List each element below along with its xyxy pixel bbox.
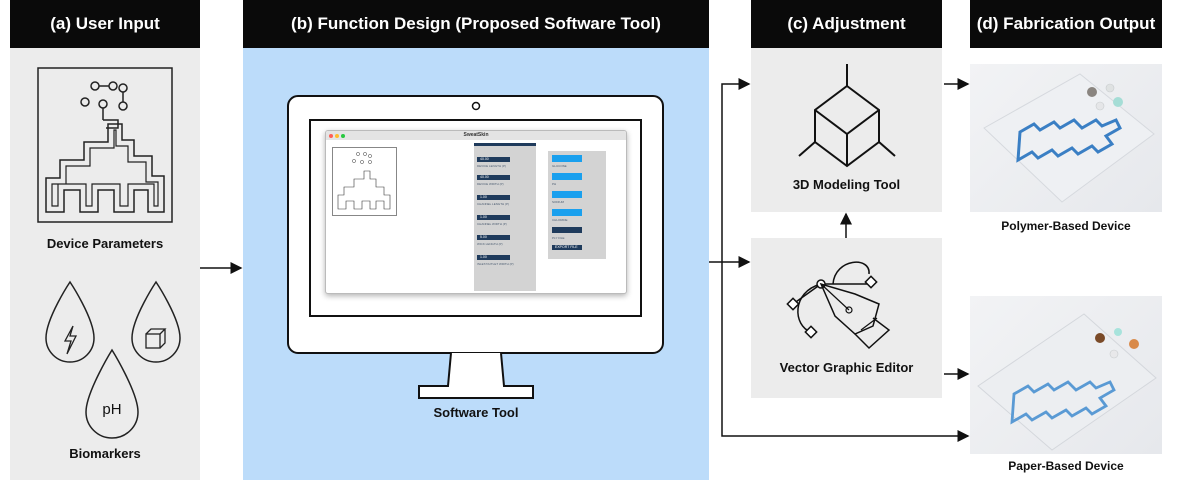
param-caption: INLET/OUTLET WIDTH (P) bbox=[477, 262, 514, 266]
polymer-device-photo bbox=[970, 64, 1162, 212]
param-caption: DEVICE WIDTH (P) bbox=[477, 182, 504, 186]
paper-device-photo bbox=[970, 296, 1162, 454]
param-caption: CHANNEL WIDTH (P) bbox=[477, 222, 507, 226]
vector-editor-label: Vector Graphic Editor bbox=[779, 360, 914, 375]
panel-c-header: (c) Adjustment bbox=[751, 0, 942, 48]
export-file-button[interactable]: EXPORT FILE bbox=[552, 245, 582, 250]
cube-icon bbox=[798, 64, 896, 168]
param-caption: DEVICE LENGTH (P) bbox=[477, 164, 507, 168]
panel-a-header: (a) User Input bbox=[10, 0, 200, 48]
biomarker-toggle[interactable] bbox=[552, 155, 582, 162]
param-button[interactable]: 40.00 bbox=[477, 157, 510, 162]
param-caption: WICK LENGTH (P) bbox=[477, 242, 503, 246]
biomarker-caption: GLUCOSE bbox=[552, 164, 567, 168]
panel-d-header: (d) Fabrication Output bbox=[970, 0, 1162, 48]
param-button[interactable]: 5.00 bbox=[477, 235, 510, 240]
panel-function-design: (b) Function Design (Proposed Software T… bbox=[243, 0, 709, 480]
app-titlebar: SweatSkin bbox=[326, 131, 626, 140]
panel-adjustment: (c) Adjustment 3D Modeling Tool bbox=[751, 0, 942, 212]
biomarkers-label: Biomarkers bbox=[69, 446, 141, 461]
ply-file-button[interactable] bbox=[552, 227, 582, 233]
polymer-device-drawing bbox=[983, 73, 1155, 203]
param-button[interactable]: 40.00 bbox=[477, 175, 510, 180]
biomarker-column: GLUCOSE PH SODIUM CHLORIDE PLY FILE EXPO… bbox=[548, 151, 606, 259]
polymer-device-label: Polymer-Based Device bbox=[1001, 219, 1131, 233]
device-parameters-label: Device Parameters bbox=[46, 236, 164, 251]
biomarker-toggle[interactable] bbox=[552, 173, 582, 180]
biomarker-toggle[interactable] bbox=[552, 191, 582, 198]
param-button[interactable]: 1.00 bbox=[477, 215, 510, 220]
column-header bbox=[474, 143, 536, 146]
minimize-dot[interactable] bbox=[335, 133, 339, 138]
close-dot[interactable] bbox=[329, 133, 333, 138]
param-button[interactable]: 1.00 bbox=[477, 255, 510, 260]
maximize-dot[interactable] bbox=[341, 133, 345, 138]
ph-text: pH bbox=[102, 401, 122, 418]
biomarker-caption: PH bbox=[552, 182, 557, 186]
param-button[interactable]: 1.00 bbox=[477, 195, 510, 200]
param-caption: CHANNEL LENGTH (P) bbox=[477, 202, 510, 206]
panel-b-header: (b) Function Design (Proposed Software T… bbox=[243, 0, 709, 48]
device-layout-icon bbox=[37, 67, 181, 439]
design-canvas[interactable] bbox=[332, 147, 398, 217]
biomarker-caption: SODIUM bbox=[552, 200, 564, 204]
panel-user-input: (a) User Input pH Device Parameters Biom… bbox=[10, 0, 200, 480]
vector-editor-box: Vector Graphic Editor bbox=[751, 238, 942, 398]
biomarker-toggle[interactable] bbox=[552, 209, 582, 216]
app-title: SweatSkin bbox=[463, 132, 489, 138]
biomarker-caption: CHLORIDE bbox=[552, 218, 568, 222]
parameter-column: 40.00 DEVICE LENGTH (P) 40.00 DEVICE WID… bbox=[474, 143, 536, 291]
panel-fabrication-output: (d) Fabrication Output Polymer-Based Dev… bbox=[970, 0, 1162, 480]
paper-device-label: Paper-Based Device bbox=[1008, 459, 1124, 473]
software-tool-label: Software Tool bbox=[433, 405, 519, 420]
arrow-to-modeling bbox=[721, 78, 751, 262]
app-window: SweatSkin 40.00 DEVICE LENGTH (P) 40.00 … bbox=[325, 130, 627, 294]
modeling-tool-label: 3D Modeling Tool bbox=[792, 177, 901, 192]
paper-device-drawing bbox=[977, 313, 1157, 451]
ply-file-caption: PLY FILE bbox=[552, 236, 565, 240]
